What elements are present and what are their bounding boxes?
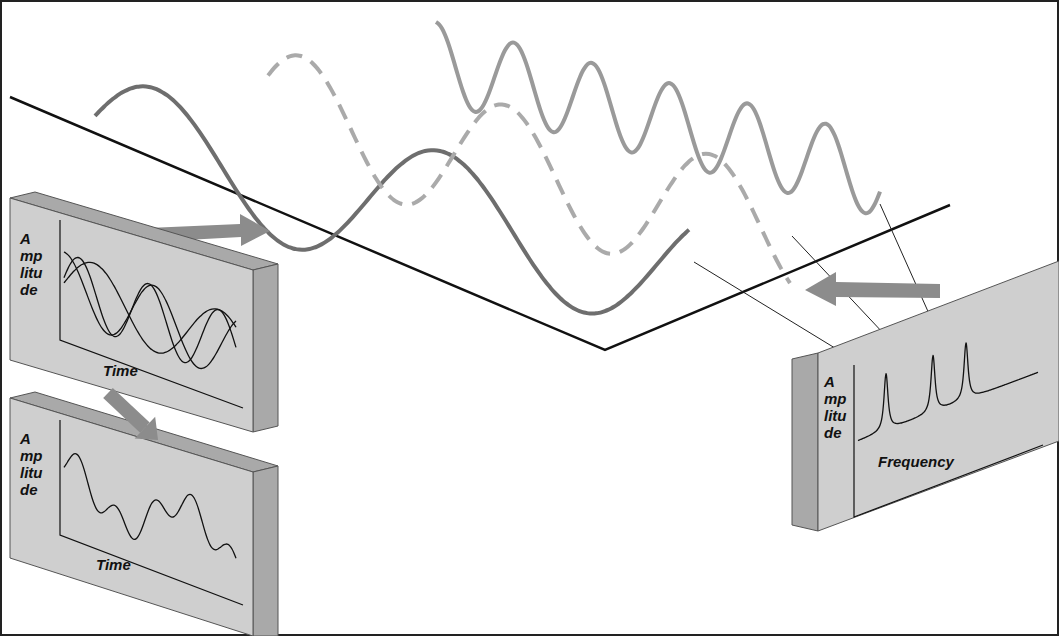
slab-edge (792, 353, 818, 531)
wave-mid (268, 55, 790, 283)
wave-high (436, 22, 880, 213)
plot-axis (60, 220, 243, 408)
slab-edge (253, 264, 278, 432)
axis-label-y: Amplitude (20, 430, 43, 498)
plot-axis (60, 420, 243, 605)
plot-curve (64, 257, 236, 362)
axis-label-x: Frequency (878, 453, 954, 470)
slab-edge (253, 466, 278, 636)
slab-face (818, 261, 1059, 531)
plot-panel: AmplitudeTime (8, 390, 283, 636)
plot-curve (64, 252, 236, 368)
axis-label-y: Amplitude (824, 373, 847, 441)
plot-curve (64, 454, 236, 559)
plot-curve (858, 343, 1038, 441)
plot-panel: AmplitudeFrequency (788, 255, 1059, 535)
axis-label-x: Time (103, 362, 138, 379)
axis-label-y: Amplitude (20, 230, 43, 298)
slab-face (10, 398, 253, 636)
panel-slab (8, 390, 283, 636)
plot-axis (854, 365, 1043, 517)
block-arrow (805, 272, 940, 306)
axis-label-x: Time (96, 556, 131, 573)
